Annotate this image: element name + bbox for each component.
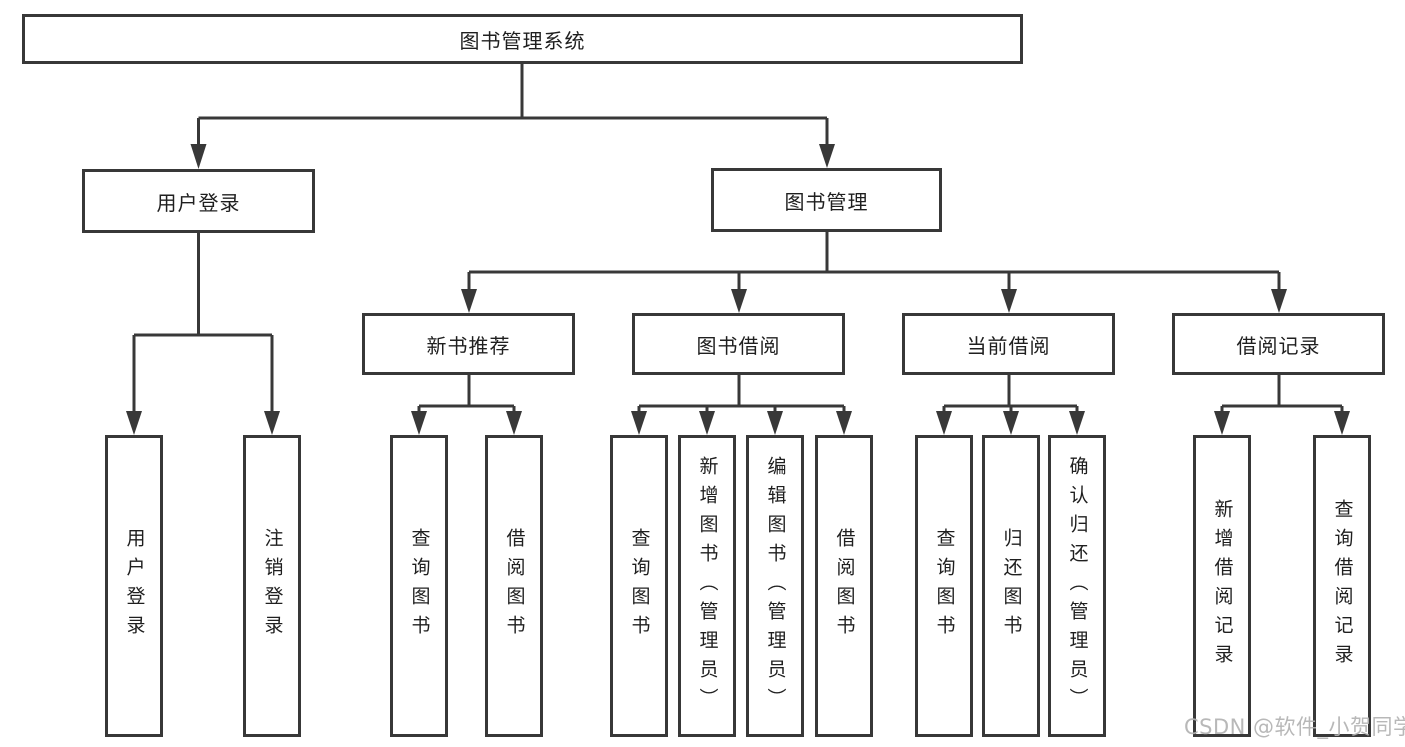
node-user-login: 用户登录 <box>82 169 315 233</box>
leaf-label: 用户登录 <box>123 528 146 644</box>
leaf-borrow-add-books-admin: 新增图书（管理员） <box>678 435 736 737</box>
leaf-label: 查询图书 <box>628 528 651 644</box>
leaf-current-query-books: 查询图书 <box>915 435 973 737</box>
node-book-borrowing: 图书借阅 <box>632 313 845 375</box>
leaf-logout: 注销登录 <box>243 435 301 737</box>
leaf-label: 借阅图书 <box>503 528 526 644</box>
csdn-watermark: CSDN @软件_小贺同学 <box>1184 715 1405 739</box>
node-label: 借阅记录 <box>1236 333 1321 358</box>
leaf-label: 查询图书 <box>933 528 956 644</box>
node-current-borrowing: 当前借阅 <box>902 313 1115 375</box>
leaf-label: 查询图书 <box>408 528 431 644</box>
leaf-label: 新增借阅记录 <box>1211 499 1234 673</box>
leaf-label: 注销登录 <box>261 528 284 644</box>
node-borrowing-records: 借阅记录 <box>1172 313 1385 375</box>
leaf-label: 借阅图书 <box>833 528 856 644</box>
leaf-current-confirm-return-admin: 确认归还（管理员） <box>1048 435 1106 737</box>
node-label: 新书推荐 <box>426 333 511 358</box>
leaf-label: 归还图书 <box>1000 528 1023 644</box>
node-label: 图书管理 <box>784 189 869 214</box>
leaf-current-return-books: 归还图书 <box>982 435 1040 737</box>
leaf-user-login: 用户登录 <box>105 435 163 737</box>
node-book-management: 图书管理 <box>711 168 942 232</box>
leaf-label: 确认归还（管理员） <box>1066 455 1089 717</box>
node-label: 图书借阅 <box>696 333 781 358</box>
leaf-borrow-edit-books-admin: 编辑图书（管理员） <box>746 435 804 737</box>
leaf-newbook-borrow-books: 借阅图书 <box>485 435 543 737</box>
connector-paths <box>132 64 1344 413</box>
leaf-records-add-record: 新增借阅记录 <box>1193 435 1251 737</box>
leaf-label: 新增图书（管理员） <box>696 455 719 717</box>
leaf-borrow-query-books: 查询图书 <box>610 435 668 737</box>
leaf-label: 编辑图书（管理员） <box>764 455 787 717</box>
leaf-label: 查询借阅记录 <box>1331 499 1354 673</box>
node-label: 图书管理系统 <box>459 28 586 53</box>
node-new-book-recommendation: 新书推荐 <box>362 313 575 375</box>
node-label: 当前借阅 <box>966 333 1051 358</box>
arrowheads <box>126 144 1350 435</box>
node-library-management-system: 图书管理系统 <box>22 14 1023 64</box>
leaf-borrow-borrow-books: 借阅图书 <box>815 435 873 737</box>
leaf-newbook-query-books: 查询图书 <box>390 435 448 737</box>
leaf-records-query-record: 查询借阅记录 <box>1313 435 1371 737</box>
node-label: 用户登录 <box>156 190 241 215</box>
